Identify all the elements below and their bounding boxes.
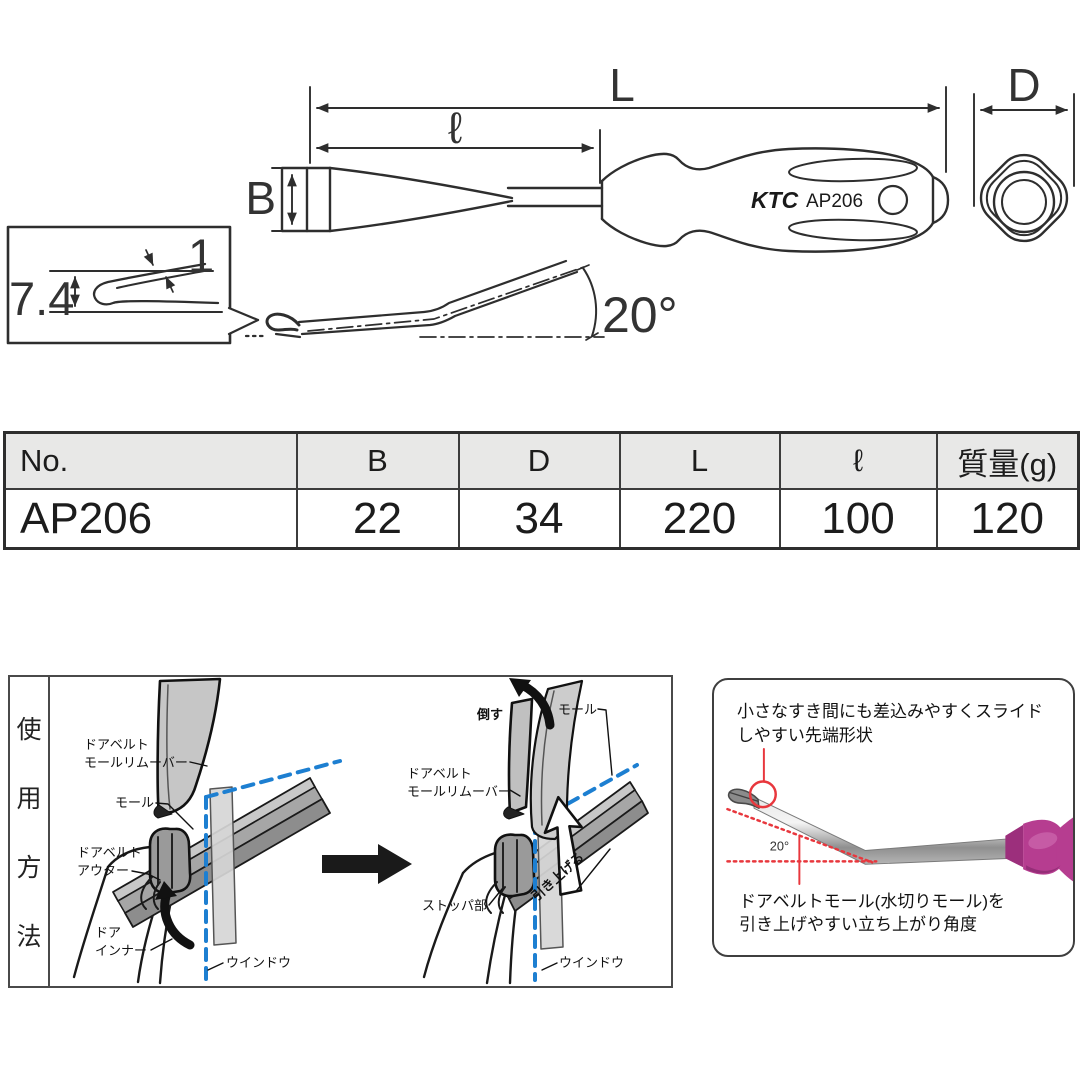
dim-label-L: L <box>609 59 635 111</box>
usage-instructions-box: ドアベルト モールリムーバー モール ドアベルト アウター ドア インナー ウイ… <box>8 675 673 988</box>
label-remover-step2-line1: ドアベルト <box>407 766 472 781</box>
tool-handle-drawing: KTC AP206 <box>600 147 950 253</box>
usage-title-char-2: 用 <box>16 785 42 813</box>
cell-model-no: AP206 <box>3 488 298 550</box>
spec-table: No. B D L ℓ 質量(g) AP206 22 34 220 100 12… <box>3 431 1080 550</box>
dimension-D: D <box>973 59 1075 207</box>
label-remover-step2-line2: モールリムーバー <box>407 784 511 799</box>
tip-photo: 20° <box>726 748 1073 886</box>
cell-b: 22 <box>295 488 460 550</box>
label-molding-step1: モール <box>115 795 154 810</box>
handle-hang-hole <box>877 184 909 216</box>
dim-label-D: D <box>1007 59 1040 111</box>
usage-section-title: 使 用 方 法 <box>10 677 50 986</box>
tip-note-line2: しやすい先端形状 <box>737 726 873 745</box>
label-stopper: ストッパ部 <box>422 898 487 913</box>
usage-title-char-3: 方 <box>16 854 42 882</box>
angle-note-line1: ドアベルトモール(水切りモール)を <box>739 892 1005 911</box>
label-remover-step1-line2: モールリムーバー <box>84 755 188 770</box>
handle-model-text: AP206 <box>806 191 863 212</box>
feature-box: 20° 小さなすき間にも差込みやすくスライド しやすい先端形状 ドアベルトモール… <box>712 678 1075 957</box>
detail-tip-thickness: 1 <box>188 229 214 282</box>
label-window-step1: ウインドウ <box>226 955 291 970</box>
handle-brand-logo: KTC <box>751 187 799 213</box>
label-door-inner-line1: ドア <box>95 925 121 940</box>
dimension-L: L <box>309 59 947 173</box>
tip-highlight-circle <box>748 780 777 809</box>
tool-blade-drawing <box>280 166 604 233</box>
cell-mass: 120 <box>935 488 1080 550</box>
spec-table-header-row: No. B D L ℓ 質量(g) <box>3 431 1080 490</box>
usage-step2-diagram: 倒す モール ドアベルト モールリムーバー ストッパ部 引き上げる ウインドウ <box>407 678 649 985</box>
label-door-outer-line2: アウター <box>77 863 129 878</box>
tool-handle-photo <box>1005 817 1073 882</box>
angle-note-line2: 引き上げやすい立ち上がり角度 <box>739 915 977 934</box>
cell-shaft: 100 <box>778 488 938 550</box>
usage-diagrams: ドアベルト モールリムーバー モール ドアベルト アウター ドア インナー ウイ… <box>72 677 649 985</box>
label-door-inner-line2: インナー <box>95 943 147 958</box>
table-row: AP206 22 34 220 100 120 <box>3 488 1080 550</box>
label-window-step2: ウインドウ <box>559 955 624 970</box>
detail-hook-depth: 7.4 <box>9 272 74 325</box>
cell-l: 220 <box>618 488 781 550</box>
col-header-l: L <box>618 431 781 490</box>
photo-angle-label: 20° <box>770 839 789 854</box>
angle-note: ドアベルトモール(水切りモール)を 引き上げやすい立ち上がり角度 <box>739 890 1005 936</box>
tip-detail-callout: 7.4 1 <box>6 225 260 345</box>
tip-note: 小さなすき間にも差込みやすくスライド しやすい先端形状 <box>737 700 1043 748</box>
usage-title-char-1: 使 <box>16 716 42 744</box>
label-molding-step2: モール <box>558 702 597 717</box>
col-header-shaft: ℓ <box>778 431 938 490</box>
tool-shaft <box>753 796 1011 865</box>
dimension-shaft-length: ℓ <box>316 104 601 184</box>
technical-drawing: L ℓ D <box>6 59 1075 345</box>
label-door-outer-line1: ドアベルト <box>77 845 142 860</box>
tip-angle-drawing: 20° <box>244 259 678 343</box>
glass-line-step1 <box>204 759 342 982</box>
label-remover-step1-line1: ドアベルト <box>84 737 149 752</box>
tip-angle-label: 20° <box>602 287 678 343</box>
label-tilt: 倒す <box>476 707 503 722</box>
handle-end-view <box>979 153 1069 243</box>
col-header-b: B <box>295 431 460 490</box>
col-header-mass: 質量(g) <box>935 431 1080 490</box>
next-step-arrow <box>322 844 412 884</box>
dim-label-shaft-length: ℓ <box>448 104 462 153</box>
col-header-d: D <box>457 431 621 490</box>
usage-step1-diagram: ドアベルト モールリムーバー モール ドアベルト アウター ドア インナー ウイ… <box>72 677 342 985</box>
dim-label-B: B <box>245 172 276 224</box>
tip-annotation <box>726 748 878 886</box>
usage-title-char-4: 法 <box>16 923 42 951</box>
tip-note-line1: 小さなすき間にも差込みやすくスライド <box>737 702 1043 721</box>
dimension-B: B <box>245 167 297 232</box>
col-header-no: No. <box>3 431 298 490</box>
cell-d: 34 <box>457 488 621 550</box>
